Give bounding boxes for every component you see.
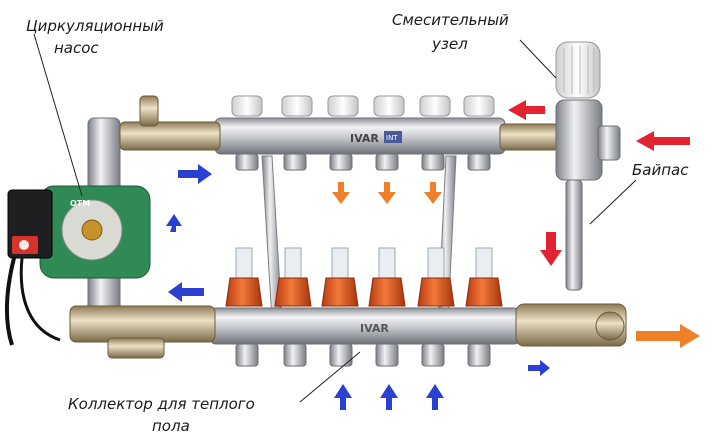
loop-supply-arrows: [332, 182, 442, 204]
supply-manifold: IVAR INT: [214, 95, 506, 171]
arrow-right-orange-icon: [636, 324, 700, 348]
leader-lines: [33, 33, 637, 403]
pump-label-line1: Циркуляционный: [26, 17, 164, 35]
arrow-right-blue-icon: [528, 360, 550, 376]
mixer-label-line2: узел: [432, 35, 468, 53]
arrow-left-blue-icon: [168, 282, 204, 302]
collector-label-line2: пола: [152, 417, 190, 435]
collector-badge: INT: [386, 134, 398, 142]
mixing-unit: [499, 41, 627, 347]
arrow-right-blue-icon: [178, 164, 212, 184]
arrow-left-red-icon: [636, 131, 690, 151]
flow-arrows: [166, 100, 700, 410]
return-manifold: IVAR: [209, 307, 521, 367]
bypass-label: Байпас: [632, 161, 689, 179]
loop-return-arrows: [334, 384, 444, 410]
arrow-left-red-icon: [508, 100, 545, 120]
collector-label-line1: Коллектор для теплого: [68, 395, 255, 413]
arrow-up-blue-icon: [166, 214, 182, 232]
flowmeters: [225, 247, 503, 307]
pump-label-line2: насос: [54, 39, 99, 57]
pump-brand: OTM: [70, 199, 90, 208]
mixer-label-line1: Смесительный: [392, 11, 509, 29]
pump-group: OTM: [4, 95, 221, 359]
collector-logo-top: IVAR: [350, 132, 379, 145]
collector-logo-bottom: IVAR: [360, 322, 389, 335]
valve-caps: [231, 95, 495, 117]
arrow-down-red-icon: [540, 232, 562, 266]
